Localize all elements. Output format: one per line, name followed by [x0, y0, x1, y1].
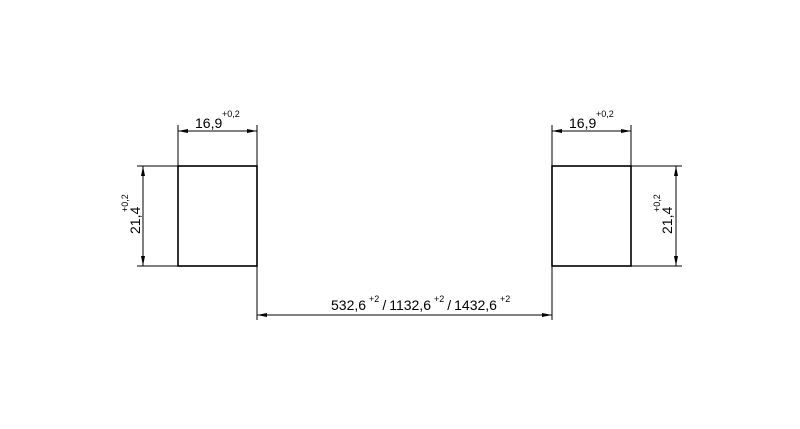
spacing-separator-2: /: [447, 297, 451, 313]
spacing-value-2: 1132,6: [389, 297, 431, 313]
left-part: 16,9 +0,2 21,4 +0,2: [120, 109, 258, 320]
spacing-value-3: 1432,6: [454, 297, 497, 313]
spacing-dimension: 532,6+2/1132,6+2/1432,6+2: [257, 294, 552, 317]
right-rectangle: [551, 165, 632, 267]
left-height-value: 21,4: [127, 207, 143, 234]
spacing-tolerance-2: +2: [434, 294, 444, 304]
right-width-value: 16,9: [569, 115, 596, 131]
spacing-tolerance-1: +2: [369, 294, 379, 304]
left-rectangle: [177, 165, 258, 267]
spacing-separator-1: /: [382, 297, 386, 313]
spacing-label: 532,6+2/1132,6+2/1432,6+2: [331, 294, 510, 313]
right-height-tolerance: +0,2: [652, 194, 662, 212]
right-height-value: 21,4: [659, 207, 675, 234]
right-width-tolerance: +0,2: [596, 109, 614, 119]
spacing-tolerance-3: +2: [500, 294, 510, 304]
right-part: 16,9 +0,2 21,4 +0,2: [551, 109, 682, 320]
left-height-tolerance: +0,2: [120, 194, 130, 212]
left-width-value: 16,9: [195, 115, 222, 131]
spacing-value-1: 532,6: [331, 297, 366, 313]
left-width-tolerance: +0,2: [222, 109, 240, 119]
